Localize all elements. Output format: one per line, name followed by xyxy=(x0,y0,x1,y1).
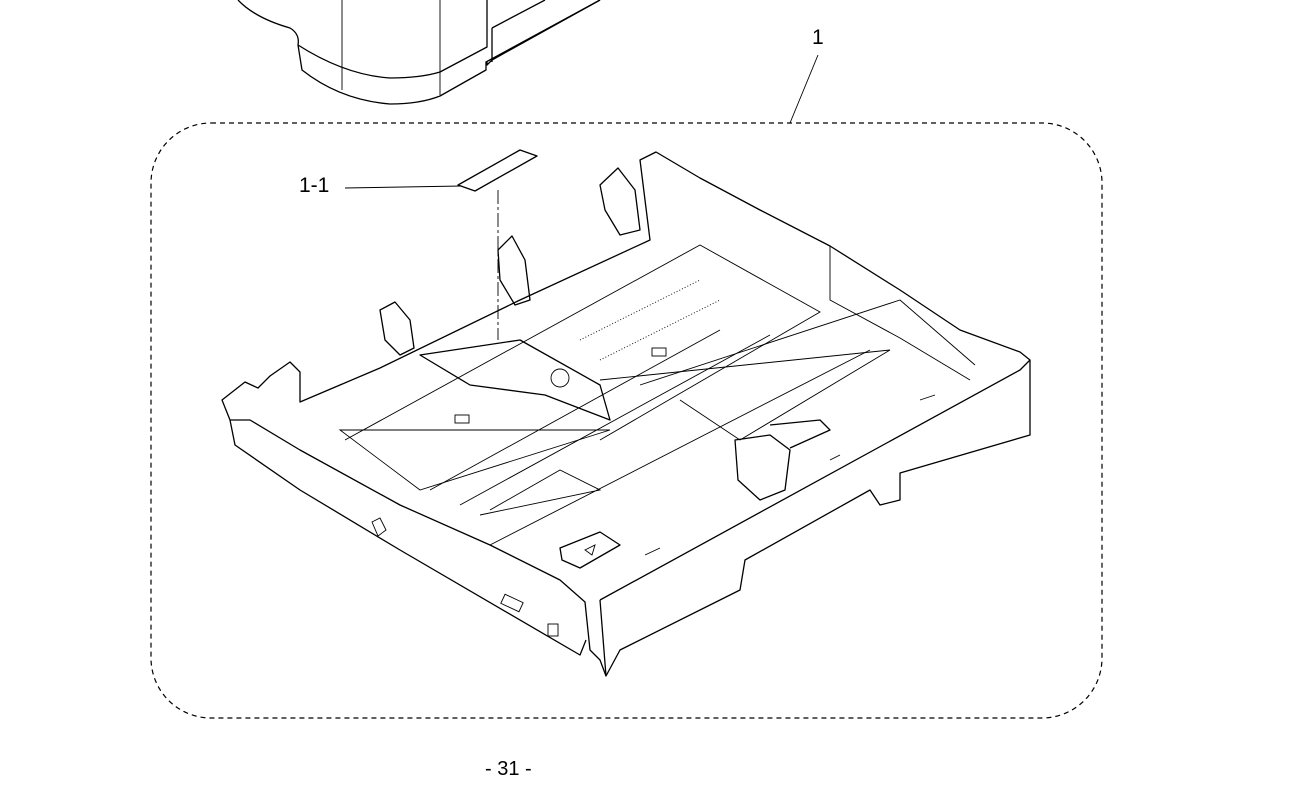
paper-tray xyxy=(221,151,1031,677)
label-part xyxy=(457,149,538,192)
leader-line-1-1 xyxy=(344,185,463,189)
page-number: - 31 - xyxy=(485,758,532,780)
machine-base-partial xyxy=(237,0,601,105)
leader-line-1 xyxy=(789,54,819,124)
callout-1: 1 xyxy=(812,26,824,49)
callout-1-1: 1-1 xyxy=(299,174,330,197)
assembly-boundary xyxy=(150,122,1103,719)
